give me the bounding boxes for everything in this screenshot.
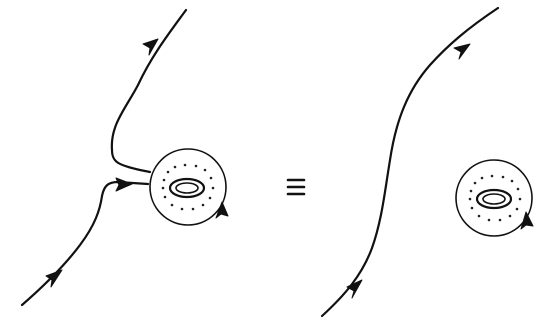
left-torus	[150, 149, 228, 225]
equivalence-symbol	[288, 180, 304, 194]
right-upper-arrowhead	[454, 44, 470, 59]
right-strand	[322, 8, 498, 316]
left-upper-strand	[112, 10, 186, 172]
left-junction-arrowhead	[116, 178, 132, 191]
left-lower-strand	[22, 178, 148, 305]
right-figure	[322, 8, 533, 316]
left-figure	[22, 10, 228, 305]
right-torus-arrowhead	[521, 212, 533, 229]
left-lower-arrowhead	[46, 270, 62, 287]
right-torus	[456, 160, 533, 236]
